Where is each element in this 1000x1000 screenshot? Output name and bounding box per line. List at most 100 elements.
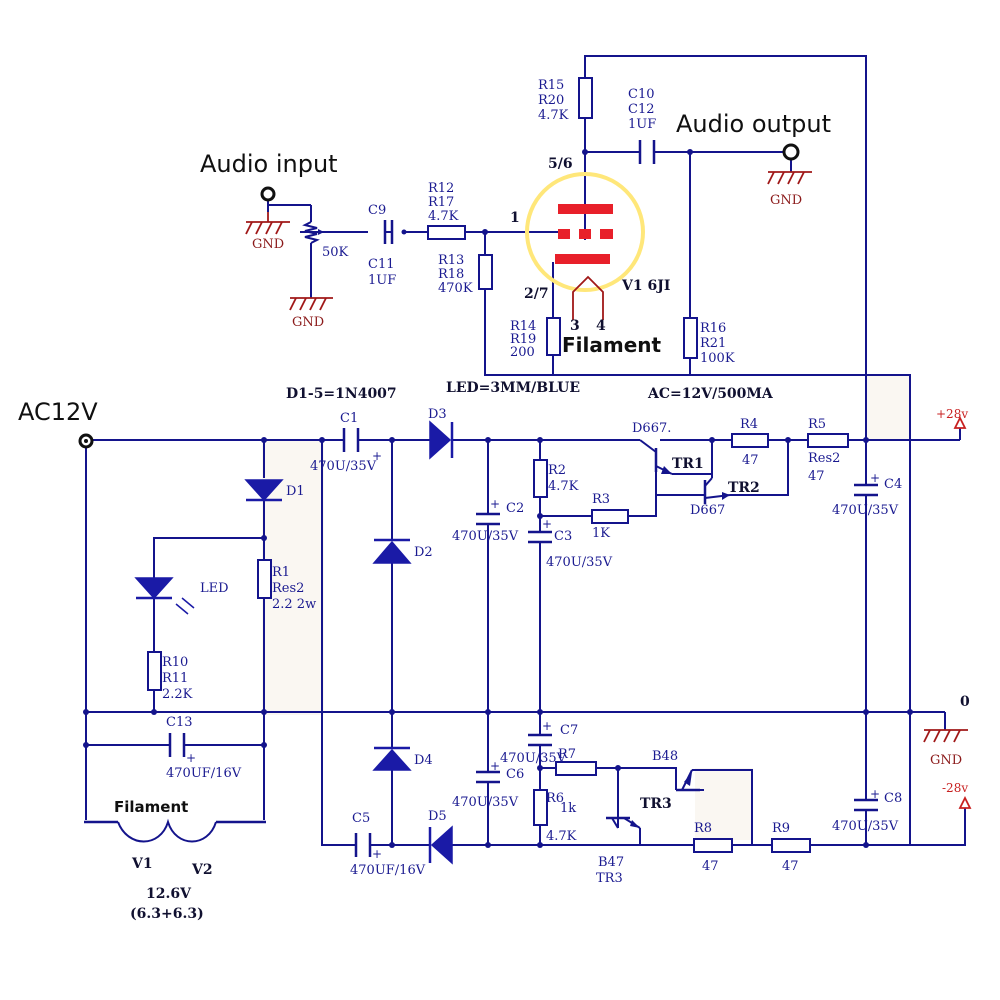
led-label: LED: [200, 581, 229, 596]
r4-value: 47: [742, 453, 759, 468]
filament-label-top: Filament: [562, 333, 662, 357]
tr2-label: TR2: [728, 480, 760, 496]
svg-text:+: +: [186, 751, 196, 765]
pin-1: 1: [510, 210, 520, 226]
diode-spec-label: D1-5=1N4007: [286, 386, 397, 402]
c3-label: C3: [554, 529, 572, 544]
tube-label: V1 6JI: [621, 278, 670, 294]
pot-label: 50K: [322, 245, 349, 260]
audio-input-jack: [245, 186, 290, 235]
ac12v-terminal: [78, 433, 94, 449]
diode-d4: [372, 746, 412, 771]
capacitor-c1: [342, 428, 360, 452]
supply-junction-dots: [83, 437, 913, 848]
led-spec-label: LED=3MM/BLUE: [446, 380, 580, 396]
resistor-r4: [731, 433, 769, 448]
tr3-b47-part: B47: [598, 855, 624, 870]
audio-input-label: Audio input: [200, 150, 338, 178]
tr2-part: D667: [690, 503, 725, 518]
transistor-tr2: [703, 477, 731, 504]
c13-value: 470UF/16V: [166, 766, 242, 781]
svg-text:+: +: [372, 449, 382, 463]
capacitor-c13: [168, 733, 186, 757]
c6-label: C6: [506, 767, 524, 782]
tr3-b47-label: TR3: [596, 871, 623, 886]
r3-label: R3: [592, 492, 610, 507]
transistor-tr1: [639, 439, 712, 475]
pin-2-7: 2/7: [524, 286, 549, 302]
heater-v2-label: V2: [191, 862, 213, 878]
resistor-r7: [555, 761, 597, 776]
c5-label: C5: [352, 811, 370, 826]
resistor-r16: [683, 317, 698, 359]
zero-label: 0: [960, 694, 970, 710]
tr3-b48-label: TR3: [640, 796, 672, 812]
gnd-label-input: GND: [252, 237, 284, 252]
d1-label: D1: [286, 484, 305, 499]
ground-symbol-pot: [289, 297, 333, 311]
neg28-label: -28v: [942, 781, 968, 795]
c6-value: 470U/35V: [452, 795, 519, 810]
resistor-r5: [807, 433, 849, 448]
gnd-label-output: GND: [770, 193, 802, 208]
d4-label: D4: [414, 753, 433, 768]
junction-dot: [687, 149, 693, 155]
resistor-r13: [478, 254, 493, 290]
power-supply-wires: [85, 428, 966, 846]
ac-spec-label: AC=12V/500MA: [647, 386, 774, 402]
capacitor-c3: [528, 530, 552, 544]
c1-value: 470U/35V: [310, 459, 377, 474]
resistor-r1: [257, 559, 272, 599]
d2-label: D2: [414, 545, 433, 560]
transistor-tr3-b48: [676, 769, 704, 792]
tr1-part: D667.: [632, 421, 671, 436]
resistor-r8: [693, 838, 733, 853]
c8-value: 470U/35V: [832, 819, 899, 834]
c4-value: 470U/35V: [832, 503, 899, 518]
c1-label: C1: [340, 411, 358, 426]
pin-4: 4: [596, 318, 606, 334]
neg28-terminal: [958, 795, 972, 809]
diode-d1: [244, 479, 284, 502]
capacitor-c10: [638, 140, 656, 164]
filament-label-bottom: Filament: [114, 798, 188, 816]
ground-symbol-supply: [923, 729, 968, 743]
r3-value: 1K: [592, 526, 610, 541]
svg-text:+: +: [870, 787, 880, 801]
gnd-label-pot: GND: [292, 315, 324, 330]
resistor-r15: [578, 77, 593, 119]
diode-d5: [428, 825, 453, 865]
svg-text:+: +: [490, 759, 500, 773]
audio-output-jack: [767, 143, 812, 185]
resistor-r12: [427, 225, 466, 240]
c2-label: C2: [506, 501, 524, 516]
capacitor-c9: [383, 220, 394, 244]
ac12v-label: AC12V: [18, 398, 98, 426]
c7-value: 470U/35V: [500, 751, 567, 766]
potentiometer-50k: [300, 221, 324, 244]
svg-text:+: +: [542, 517, 552, 531]
resistor-r6: [533, 789, 548, 826]
c2-value: 470U/35V: [452, 529, 519, 544]
led-indicator: [134, 577, 195, 615]
capacitor-c4: [854, 483, 878, 497]
capacitor-c5: [354, 833, 372, 857]
c8-label: C8: [884, 791, 902, 806]
c13-label: C13: [166, 715, 193, 730]
pin-3: 3: [570, 318, 580, 334]
diode-d3: [429, 420, 454, 460]
r6-label: R6: [546, 791, 564, 806]
gnd-label-supply: GND: [930, 753, 962, 768]
